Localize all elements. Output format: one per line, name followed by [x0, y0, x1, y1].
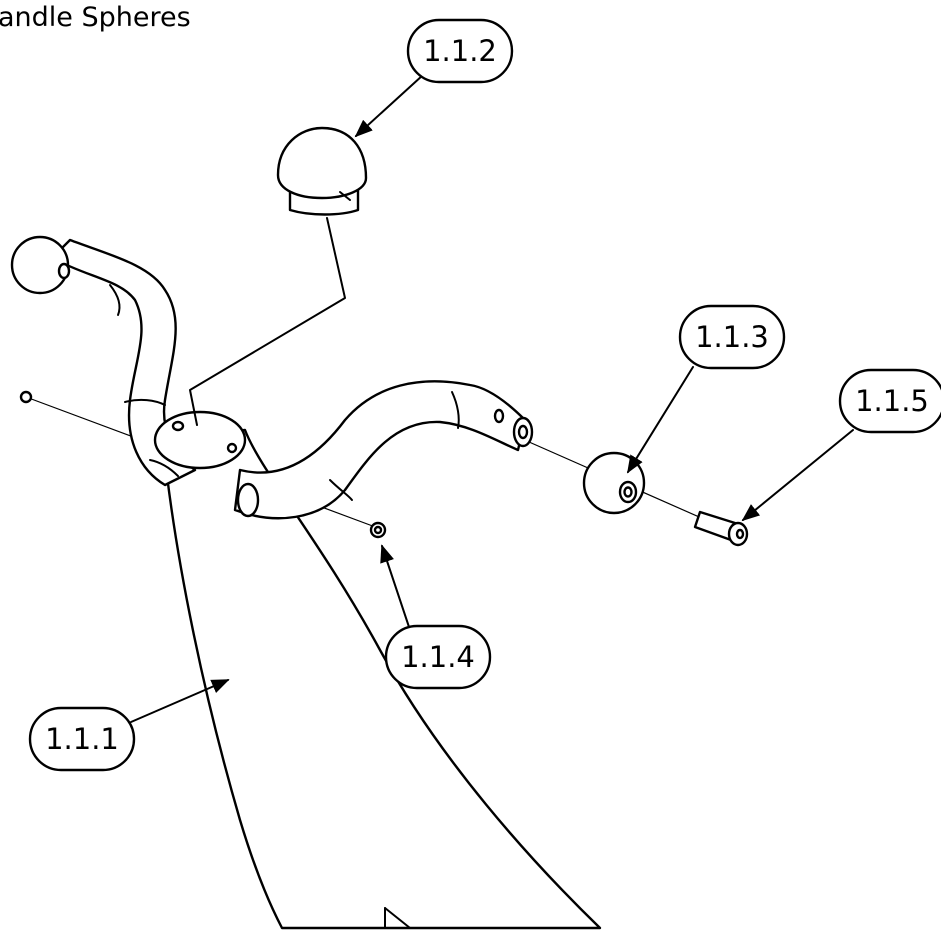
- callout-label: 1.1.4: [401, 640, 475, 674]
- callout-1-1-1: 1.1.1: [28, 706, 136, 772]
- set-screws: [19, 390, 387, 539]
- left-handle-bar: [10, 235, 197, 487]
- right-handle-bar: [233, 380, 534, 520]
- post-top-opening: [153, 410, 247, 470]
- callout-1-1-2: 1.1.2: [406, 18, 514, 84]
- callout-label: 1.1.5: [855, 384, 929, 418]
- drawing-title: andle Spheres: [0, 2, 191, 33]
- callout-1-1-3: 1.1.3: [678, 304, 786, 370]
- callout-1-1-5: 1.1.5: [838, 368, 941, 434]
- callout-1-1-4: 1.1.4: [384, 624, 492, 690]
- bolt: [693, 510, 749, 547]
- leader-lines: [130, 74, 854, 723]
- callout-label: 1.1.1: [45, 722, 119, 756]
- end-cap: [276, 126, 368, 216]
- main-post: [161, 428, 602, 930]
- callout-label: 1.1.3: [695, 320, 769, 354]
- callout-label: 1.1.2: [423, 34, 497, 68]
